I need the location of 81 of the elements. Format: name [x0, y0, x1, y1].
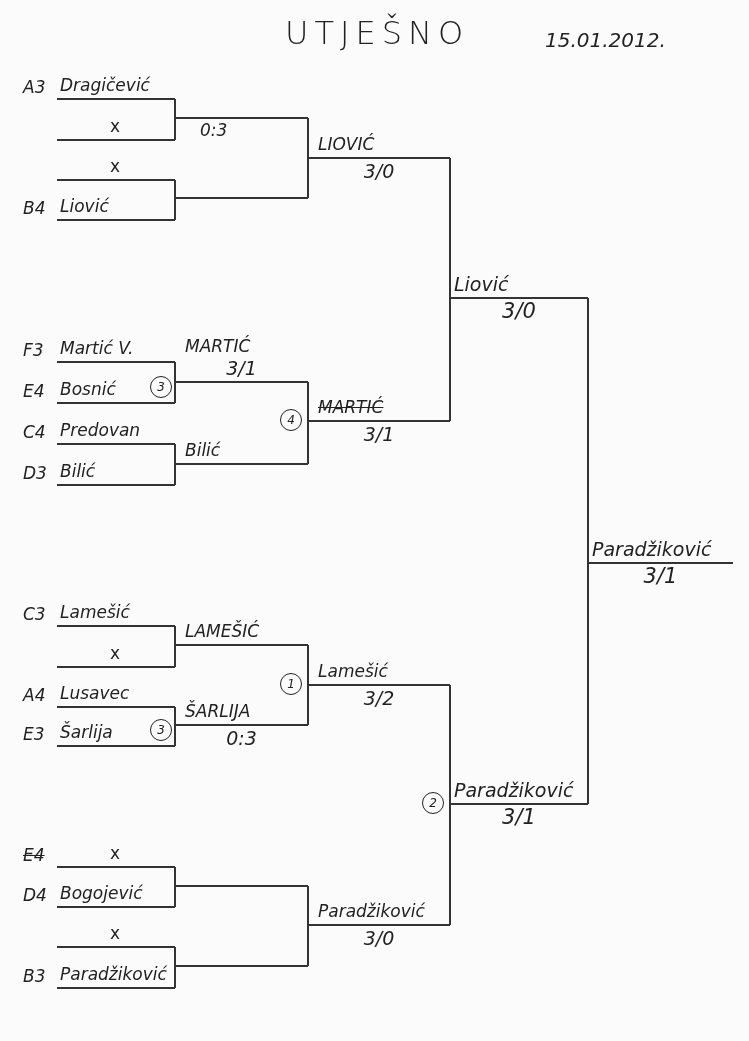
player-name: Martić V.	[60, 337, 134, 359]
match-score: 3/0	[362, 927, 396, 949]
seed-label: B4	[23, 197, 46, 219]
seed-label: E3	[23, 723, 45, 745]
title: UTJEŠNO	[285, 14, 470, 52]
bracket-connector	[307, 420, 309, 465]
match-score: 0:3	[200, 120, 228, 140]
seed-label: E4	[23, 380, 45, 402]
player-name: Lamešić	[60, 601, 130, 623]
bracket-connector	[174, 965, 176, 989]
bracket-connector	[307, 924, 309, 967]
match-score: 3/1	[362, 423, 396, 445]
player-name: Dragičević	[60, 74, 150, 96]
seed-label: A4	[23, 684, 46, 706]
player-name: Bosnić	[60, 378, 116, 400]
bracket-connector	[174, 381, 176, 404]
match-score: 3/1	[501, 806, 537, 828]
player-name: Lusavec	[60, 682, 130, 704]
bye-mark: x	[110, 155, 121, 177]
player-name: Liović	[454, 273, 509, 295]
seed-label: C3	[23, 603, 46, 625]
bracket-connector	[307, 157, 309, 199]
bracket-connector	[174, 724, 176, 747]
seed-label: E4	[23, 844, 45, 866]
player-name: Bilić	[60, 460, 96, 482]
bracket-connector	[449, 157, 451, 299]
player-name: LAMEŠIĆ	[185, 620, 260, 642]
bracket-connector	[174, 644, 176, 668]
player-name: ŠARLIJA	[185, 700, 251, 722]
player-name: Predovan	[60, 419, 141, 441]
match-score: 0:3	[225, 727, 258, 749]
player-name: Bilić	[185, 439, 221, 461]
seed-label: C4	[23, 421, 46, 443]
bracket-connector	[449, 684, 451, 805]
bracket-connector	[587, 562, 589, 805]
bracket-connector	[307, 117, 309, 159]
bracket-connector	[174, 179, 176, 199]
bracket-connector	[174, 98, 176, 119]
bye-mark: x	[110, 115, 121, 137]
seed-label: B3	[23, 965, 46, 987]
player-name: Lamešić	[318, 660, 388, 682]
bracket-connector	[307, 684, 309, 726]
bracket-connector	[174, 361, 176, 383]
seed-label: D3	[23, 462, 47, 484]
player-name: Paradžiković	[60, 963, 167, 985]
player-name: Paradžiković	[318, 900, 425, 922]
bracket-connector	[174, 866, 176, 887]
bye-mark: x	[110, 922, 121, 944]
seed-label: F3	[23, 339, 44, 361]
bracket-connector	[174, 117, 176, 141]
player-name: Šarlija	[60, 721, 113, 743]
match-score: 3/0	[501, 300, 537, 322]
bracket-connector	[174, 885, 176, 908]
match-score: 3/1	[642, 565, 679, 587]
date-label: 15.01.2012.	[545, 28, 666, 52]
bracket-connector	[449, 297, 451, 422]
bracket-connector	[307, 885, 309, 926]
bye-mark: x	[110, 642, 121, 664]
player-name: Paradžiković	[592, 538, 712, 560]
player-name: MARTIĆ	[318, 396, 384, 418]
bracket-connector	[449, 803, 451, 926]
match-score: 3/1	[225, 357, 258, 379]
bracket-connector	[174, 197, 176, 221]
bracket-connector	[587, 297, 589, 564]
player-name: MARTIĆ	[185, 335, 251, 357]
player-name: Paradžiković	[454, 779, 574, 801]
match-score: 3/2	[362, 687, 396, 709]
bracket-connector	[307, 644, 309, 686]
bracket-connector	[174, 443, 176, 465]
seed-label: A3	[23, 76, 46, 98]
bracket-connector	[174, 946, 176, 967]
bracket-connector	[174, 625, 176, 646]
bracket-connector	[307, 381, 309, 422]
seed-label: D4	[23, 884, 47, 906]
bracket-connector	[174, 706, 176, 726]
bye-mark: x	[110, 842, 121, 864]
player-name: Bogojević	[60, 882, 143, 904]
player-name: Liović	[60, 195, 109, 217]
player-name: LIOVIĆ	[318, 133, 375, 155]
match-score: 3/0	[362, 160, 396, 182]
bracket-connector	[174, 463, 176, 486]
